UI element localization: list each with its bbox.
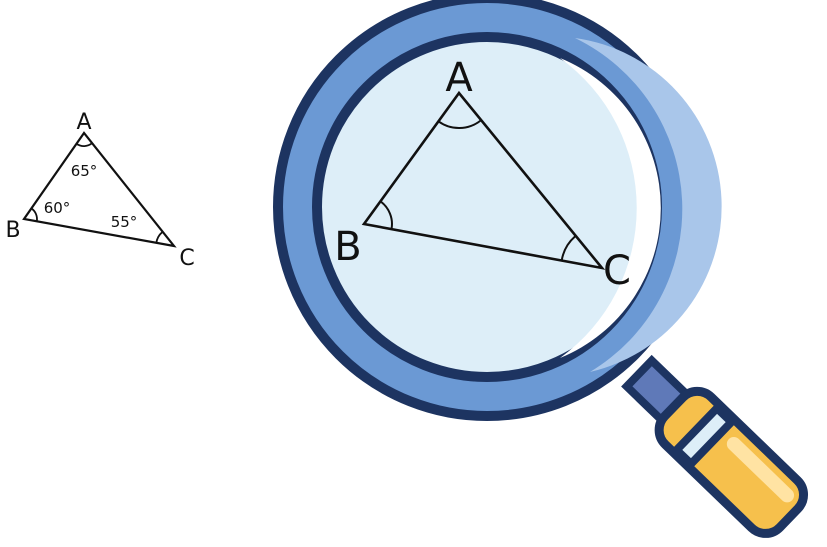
- magnifying-glass-icon: A B C: [273, 0, 809, 538]
- magnified-angle-arc-b: [379, 200, 393, 230]
- magnifier-band: [671, 402, 737, 470]
- small-vertex-b-label: B: [5, 218, 20, 243]
- magnifier-grip-highlight: [726, 436, 795, 503]
- magnifier-lens-glare: [560, 58, 661, 358]
- small-triangle: [22, 131, 177, 248]
- small-angle-b-value: 60°: [44, 199, 71, 217]
- magnifier-handle: [621, 354, 809, 538]
- magnified-vertex-a-label: A: [445, 55, 473, 101]
- magnified-vertex-b-label: B: [334, 224, 361, 270]
- magnified-angle-arc-c: [560, 235, 576, 261]
- small-angle-c-value: 55°: [111, 213, 138, 231]
- magnifier-grip: [654, 386, 809, 538]
- small-triangle-figure: A B C 65° 60° 55°: [5, 110, 194, 271]
- small-vertex-a-label: A: [76, 110, 91, 135]
- magnifier-ring-highlight: [575, 38, 722, 372]
- small-vertex-c-label: C: [179, 246, 194, 271]
- small-angle-arc-a: [76, 142, 93, 148]
- small-angle-arc-b: [30, 207, 38, 222]
- magnified-triangle-figure: A B C: [334, 55, 631, 294]
- small-angle-arc-c: [155, 231, 163, 244]
- magnified-vertex-c-label: C: [603, 248, 631, 294]
- magnified-triangle: [361, 90, 606, 270]
- small-angle-a-value: 65°: [71, 162, 98, 180]
- magnified-angle-arc-a: [437, 119, 482, 130]
